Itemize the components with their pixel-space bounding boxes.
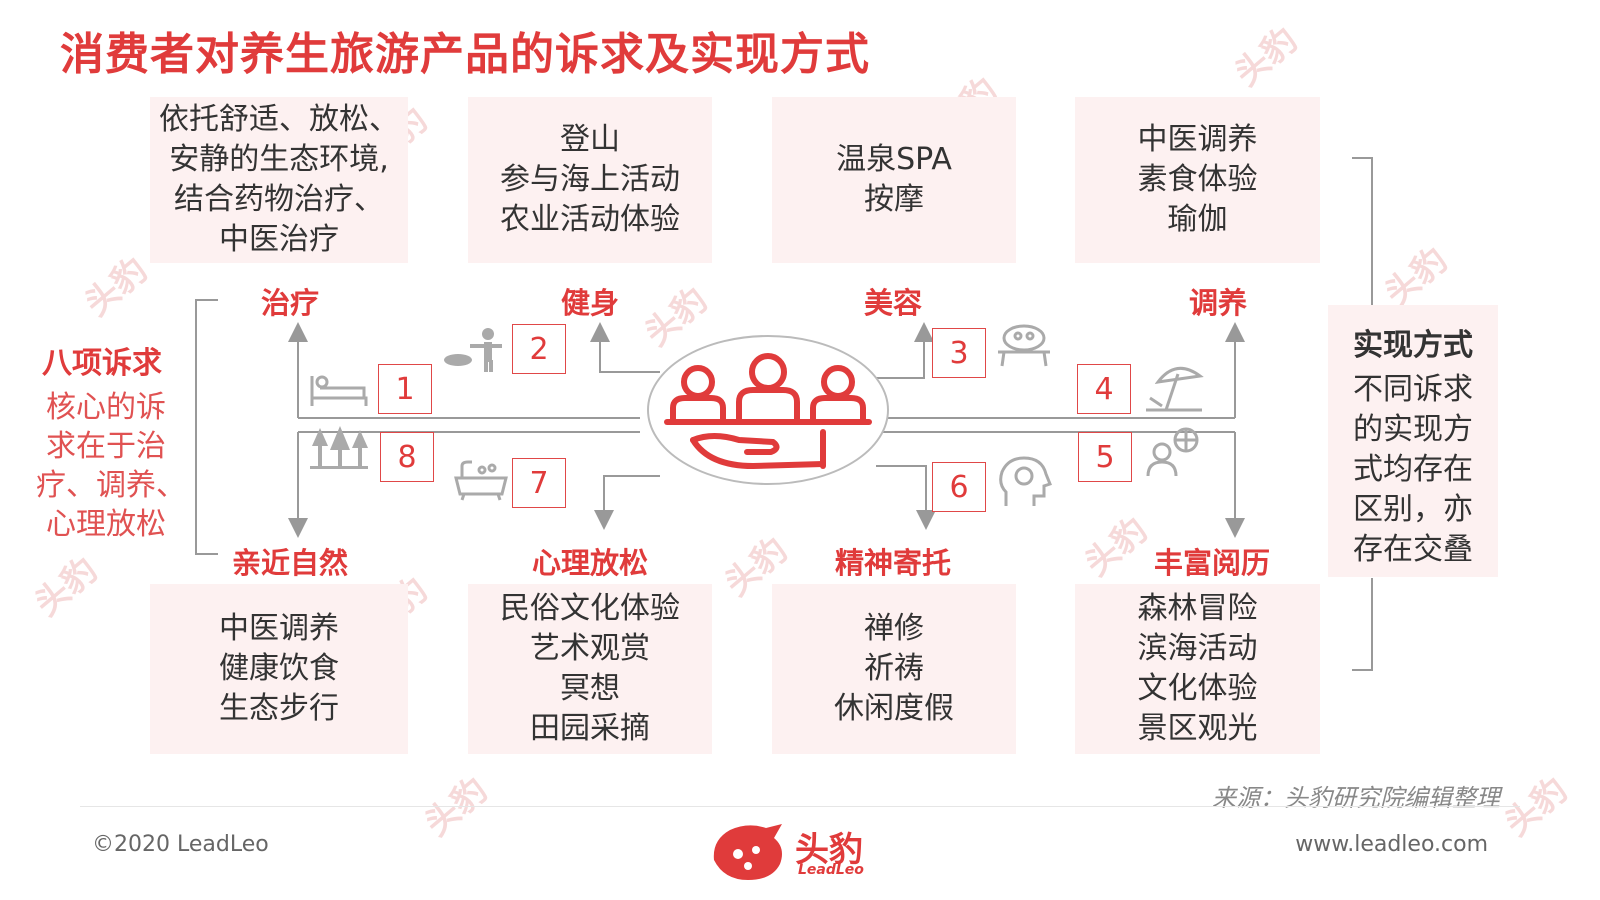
left-panel-heading: 八项诉求 <box>42 346 162 381</box>
copyright: ©2020 LeadLeo <box>92 832 269 857</box>
travel-icon <box>1146 427 1199 477</box>
website-link[interactable]: www.leadleo.com <box>1295 832 1488 857</box>
number-box-1: 1 <box>378 364 432 414</box>
logo-subtitle: LeadLeo <box>798 862 864 878</box>
box-line: 登山 <box>560 122 620 157</box>
right-panel-line: 区别，亦 <box>1353 492 1473 527</box>
box-line: 瑜伽 <box>1167 202 1228 237</box>
right-panel <box>1328 305 1498 577</box>
box-line: 素食体验 <box>1137 162 1258 197</box>
box-line: 冥想 <box>560 671 620 706</box>
source-note: 来源：头豹研究院编辑整理 <box>1212 784 1500 812</box>
box-line: 结合药物治疗、 <box>174 182 384 217</box>
box-line: 中医调养 <box>1137 122 1258 157</box>
box-line: 温泉SPA <box>836 142 952 177</box>
right-panel-line: 式均存在 <box>1353 452 1473 487</box>
category-fitness: 健身 <box>560 286 620 320</box>
leopard-logo-icon <box>713 824 782 880</box>
bed-icon <box>310 375 368 406</box>
left-panel-line: 求在于治 <box>46 429 166 464</box>
box-line: 森林冒险 <box>1137 591 1258 626</box>
box-line: 中医调养 <box>219 611 339 646</box>
number-box-7: 7 <box>512 458 566 508</box>
box-line: 参与海上活动 <box>500 162 680 197</box>
box-line: 依托舒适、放松、 <box>159 102 399 137</box>
number-box-8: 8 <box>380 432 434 482</box>
category-relaxation: 心理放松 <box>531 546 649 580</box>
trees-icon <box>310 426 368 469</box>
category-nature: 亲近自然 <box>231 546 349 580</box>
category-recuperation: 调养 <box>1188 286 1248 320</box>
bottom-box-1: 中医调养 健康饮食 生态步行 <box>150 584 408 754</box>
spa-icon <box>998 324 1050 367</box>
bath-icon <box>454 460 508 501</box>
top-box-3: 温泉SPA 按摩 <box>772 97 1016 263</box>
page-title: 消费者对养生旅游产品的诉求及实现方式 <box>60 29 870 80</box>
left-panel-line: 核心的诉 <box>46 390 166 425</box>
box-line: 艺术观赏 <box>530 631 650 666</box>
bottom-box-4: 森林冒险 滨海活动 文化体验 景区观光 <box>1075 584 1320 754</box>
left-panel-line: 心理放松 <box>46 507 166 542</box>
box-line: 中医治疗 <box>219 222 339 257</box>
right-panel-heading: 实现方式 <box>1353 328 1473 363</box>
box-line: 按摩 <box>864 182 924 217</box>
category-beauty: 美容 <box>863 286 923 320</box>
box-line: 祈祷 <box>864 651 924 686</box>
fitness-icon <box>444 328 502 372</box>
box-line: 景区观光 <box>1137 711 1258 746</box>
box-line: 民俗文化体验 <box>500 591 680 626</box>
top-box-2: 登山 参与海上活动 农业活动体验 <box>468 97 712 263</box>
category-treatment: 治疗 <box>260 286 320 320</box>
meditation-icon <box>999 456 1052 506</box>
top-box-1: 依托舒适、放松、 安静的生态环境, 结合药物治疗、 中医治疗 <box>150 97 408 263</box>
top-box-4: 中医调养 素食体验 瑜伽 <box>1075 97 1320 263</box>
box-line: 生态步行 <box>219 691 339 726</box>
footer-divider <box>80 806 1520 807</box>
bottom-box-2: 民俗文化体验 艺术观赏 冥想 田园采摘 <box>468 584 712 754</box>
box-line: 农业活动体验 <box>500 202 680 237</box>
logo-name: 头豹 <box>795 830 863 870</box>
category-experience: 丰富阅历 <box>1153 546 1271 580</box>
box-line: 休闲度假 <box>834 691 954 726</box>
bottom-box-3: 禅修 祈祷 休闲度假 <box>772 584 1016 754</box>
right-panel-line: 的实现方 <box>1353 412 1473 447</box>
number-box-5: 5 <box>1078 432 1132 482</box>
right-panel-body: 不同诉求 的实现方 式均存在 区别，亦 存在交叠 <box>1328 370 1498 570</box>
box-line: 禅修 <box>864 611 924 646</box>
number-box-6: 6 <box>932 462 986 512</box>
number-box-2: 2 <box>512 324 566 374</box>
category-spiritual: 精神寄托 <box>834 546 952 580</box>
box-line: 滨海活动 <box>1137 631 1258 666</box>
number-box-3: 3 <box>932 328 986 378</box>
right-panel-line: 不同诉求 <box>1353 372 1473 407</box>
left-panel-body: 核心的诉 求在于治 疗、调养、 心理放松 <box>36 388 186 544</box>
box-line: 健康饮食 <box>219 651 339 686</box>
box-line: 安静的生态环境, <box>169 142 389 177</box>
box-line: 田园采摘 <box>530 711 650 746</box>
number-box-4: 4 <box>1077 364 1131 414</box>
box-line: 文化体验 <box>1137 671 1258 706</box>
beach-icon <box>1146 366 1204 412</box>
people-hand-icon <box>647 335 889 485</box>
right-panel-line: 存在交叠 <box>1353 532 1473 567</box>
left-panel-line: 疗、调养、 <box>36 468 186 503</box>
